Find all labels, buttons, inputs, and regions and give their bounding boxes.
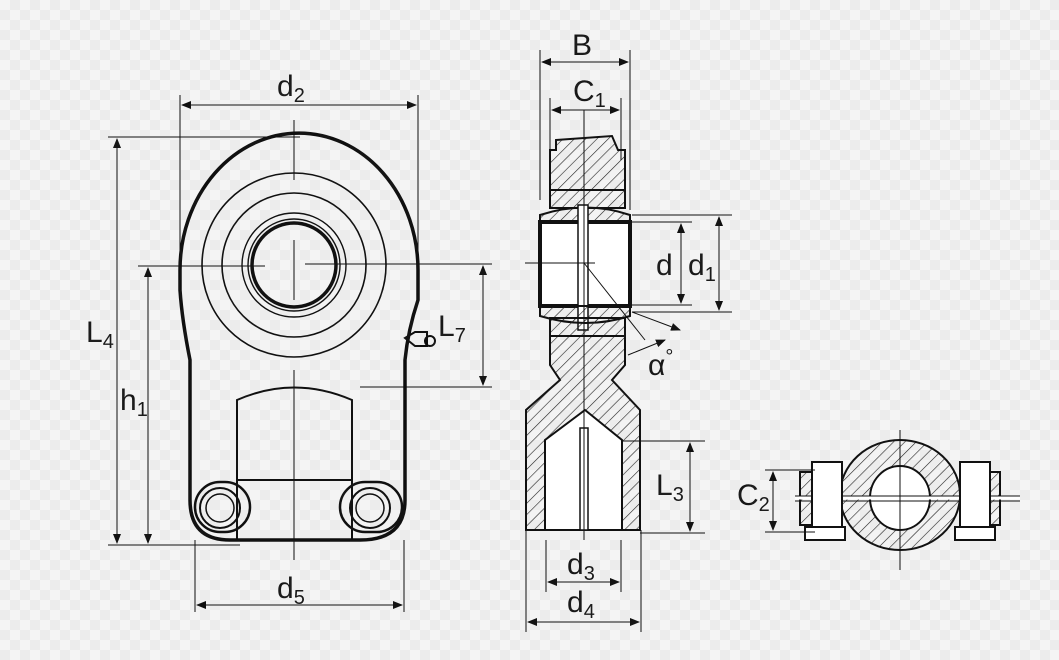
label-d2: d2 [277, 70, 305, 107]
clamp-view [765, 430, 1020, 570]
section-view [525, 50, 732, 632]
dimension-labels: d2 L4 h1 L7 d5 B C1 d d1 α° L3 d3 d4 C2 [86, 29, 770, 623]
label-L7: L7 [438, 310, 466, 347]
label-C1: C1 [573, 75, 606, 112]
label-L4: L4 [86, 316, 114, 353]
label-d4: d4 [567, 586, 595, 623]
label-L3: L3 [656, 469, 684, 506]
label-C2: C2 [737, 479, 770, 516]
label-d: d [656, 249, 673, 282]
label-B: B [572, 29, 592, 62]
label-d1: d1 [688, 249, 716, 286]
label-alpha: α° [648, 346, 673, 382]
front-view [108, 95, 492, 612]
label-h1: h1 [120, 384, 148, 421]
label-d5: d5 [277, 572, 305, 609]
label-d3: d3 [567, 548, 595, 585]
